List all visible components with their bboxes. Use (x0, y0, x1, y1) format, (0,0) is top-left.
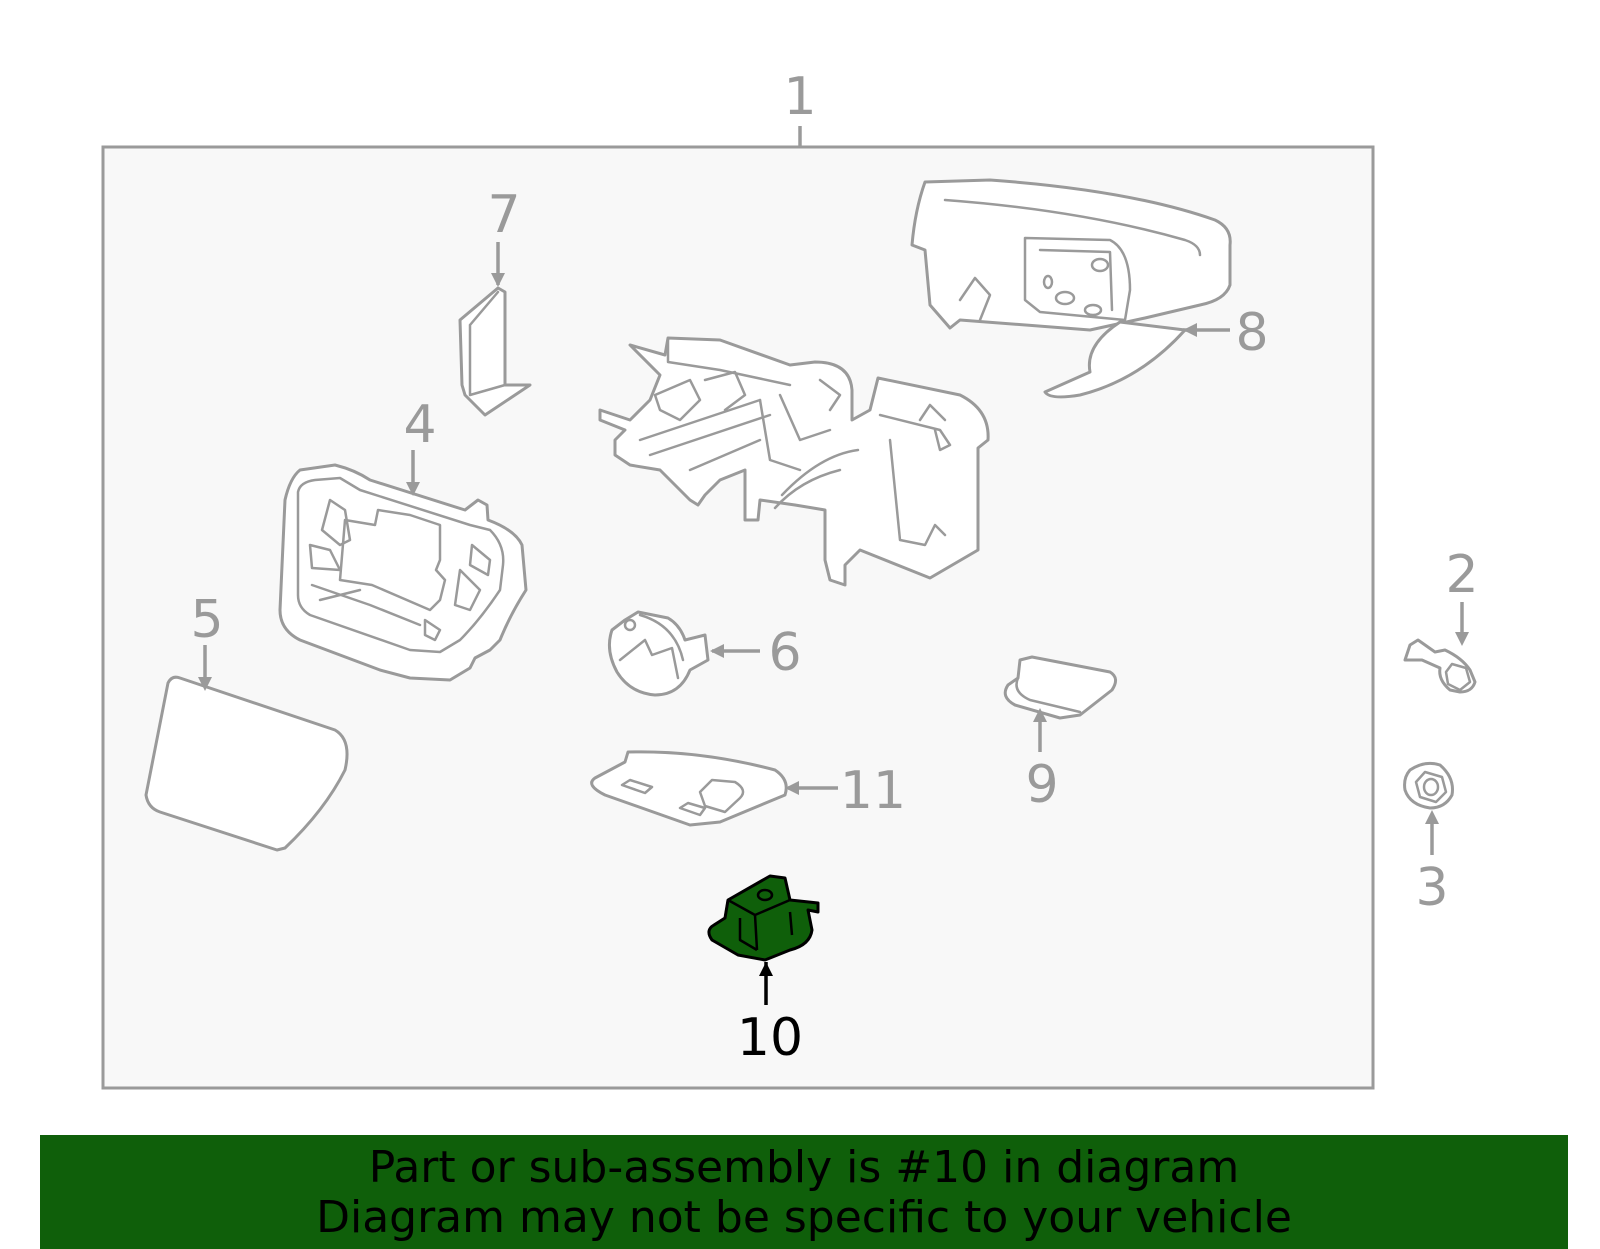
callout-8: 8 (1235, 303, 1268, 363)
parts-diagram: 1 2 3 4 5 6 7 8 9 10 11 (101, 67, 1479, 1090)
part-2-screw[interactable] (1403, 638, 1477, 694)
callout-3: 3 (1415, 858, 1448, 918)
banner-line-2: Diagram may not be specific to your vehi… (316, 1192, 1292, 1243)
part-5-mirror-glass[interactable] (144, 675, 349, 852)
part-8-mirror-trim[interactable] (1043, 320, 1187, 399)
callout-4: 4 (403, 395, 436, 455)
part-1-mirror-frame[interactable] (598, 336, 990, 587)
part-9-lamp-lens[interactable] (1003, 655, 1117, 720)
callout-2: 2 (1445, 545, 1478, 605)
part-3-nut[interactable] (1403, 761, 1454, 810)
callout-5: 5 (190, 590, 223, 650)
part-10-bracket-highlighted[interactable] (707, 874, 820, 962)
banner-line-1: Part or sub-assembly is #10 in diagram (368, 1142, 1240, 1193)
part-11-cover[interactable] (590, 750, 788, 827)
callout-10: 10 (737, 1008, 803, 1068)
callout-1: 1 (783, 67, 816, 127)
part-6-motor[interactable] (607, 610, 710, 697)
part-7-bracket[interactable] (458, 286, 532, 417)
callout-11: 11 (840, 761, 906, 821)
callout-9: 9 (1025, 755, 1058, 815)
part-4-glass-backing-plate[interactable] (278, 463, 528, 682)
info-banner: Part or sub-assembly is #10 in diagram D… (40, 1135, 1568, 1249)
part-8-mirror-housing[interactable] (910, 178, 1232, 332)
callout-7: 7 (487, 185, 520, 245)
callout-6: 6 (768, 623, 801, 683)
